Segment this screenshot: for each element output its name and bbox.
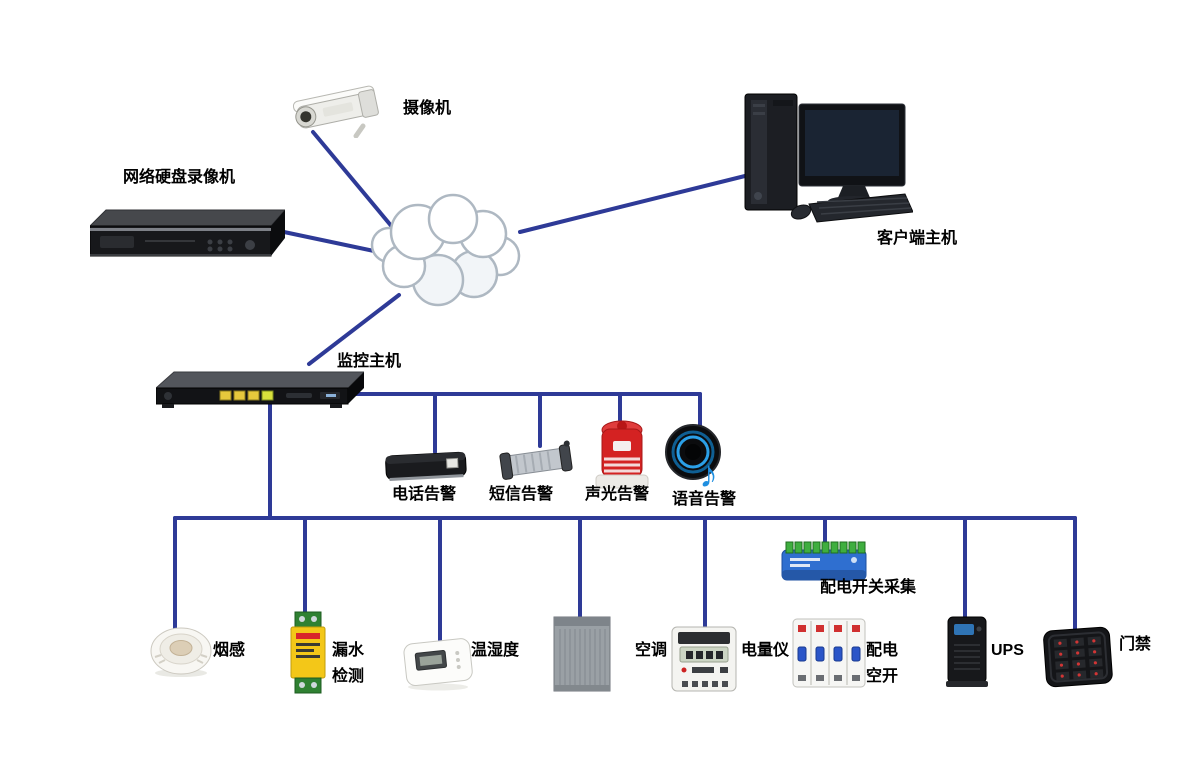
- air-conditioner-image: [551, 615, 613, 693]
- power-meter-image: [670, 625, 740, 693]
- sound-light-alarm-image: [593, 417, 651, 490]
- monitor-host-label: 监控主机: [337, 353, 402, 370]
- music-note-icon: ♪: [699, 454, 718, 491]
- access-control-label: 门禁: [1119, 636, 1152, 653]
- air-conditioner-label: 空调: [635, 642, 668, 659]
- network-cloud-image: [368, 192, 526, 310]
- temp-humidity-image: [400, 631, 478, 691]
- phone-alarm-label: 电话告警: [392, 486, 457, 503]
- ups-image: [945, 615, 989, 688]
- client-host-label: 客户端主机: [877, 230, 958, 247]
- smoke-sensor-image: [149, 625, 213, 679]
- smoke-sensor-label: 烟感: [213, 642, 246, 659]
- voice-alarm-label: 语音告警: [672, 491, 737, 508]
- power-meter-label: 电量仪: [741, 642, 790, 659]
- phone-alarm-image: [383, 442, 471, 488]
- access-control-image: [1041, 625, 1115, 691]
- sound-light-alarm-label: 声光告警: [585, 486, 650, 503]
- temp-humidity-label: 温湿度: [471, 642, 520, 659]
- dist-switch-collector-image: [780, 540, 868, 584]
- nvr-image: [90, 198, 285, 266]
- dist-breaker-label: 配电 空开: [866, 642, 899, 685]
- ups-label: UPS: [991, 642, 1024, 659]
- camera-label: 摄像机: [403, 100, 452, 117]
- sms-alarm-image: [499, 436, 574, 488]
- monitor-host-image: [156, 368, 364, 412]
- water-leak-label: 漏水 检测: [332, 642, 365, 685]
- voice-alarm-image: ♪: [665, 421, 727, 491]
- sms-alarm-label: 短信告警: [489, 486, 554, 503]
- client-pc-image: [743, 88, 913, 228]
- water-leak-image: [288, 611, 328, 694]
- nvr-label: 网络硬盘录像机: [123, 169, 236, 186]
- dist-switch-collector-label: 配电开关采集: [820, 579, 917, 596]
- dist-breaker-image: [791, 615, 867, 691]
- camera-image: [293, 80, 393, 138]
